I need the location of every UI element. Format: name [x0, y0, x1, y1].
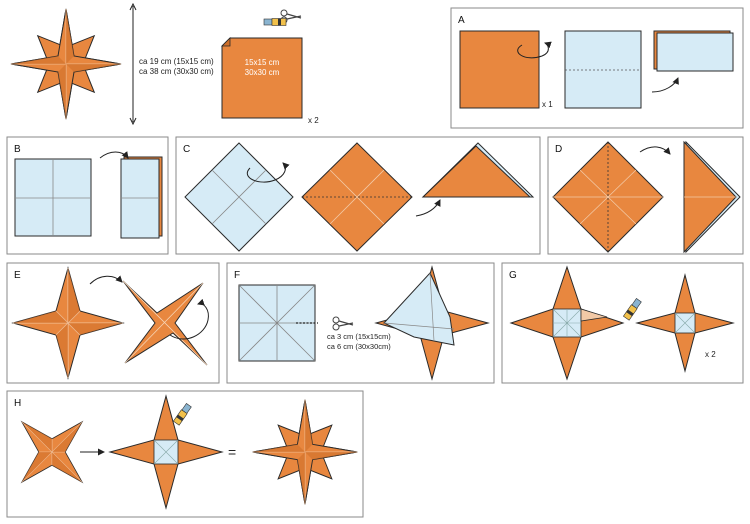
equals-sign: = [228, 444, 236, 460]
fold-arrow-icon [99, 151, 129, 159]
four-point-star [12, 267, 124, 379]
star-assembly [108, 394, 224, 510]
panel-g-count: x 2 [705, 350, 716, 359]
panel-b: B [6, 136, 169, 255]
cut-length-line-1: ca 3 cm (15x15cm) [327, 332, 391, 341]
folded-rectangle [120, 158, 160, 239]
cut-length-line-2: ca 6 cm (30x30cm) [327, 342, 391, 351]
panel-d-label: D [555, 144, 562, 155]
fold-arrow-icon [169, 298, 209, 340]
panel-f: F ca 3 cm (15x15cm) ca 6 cm (30x30cm) [226, 262, 495, 384]
folded-rectangle [656, 32, 734, 72]
orange-square [459, 30, 540, 109]
paper-size-line-2: 30x30 cm [245, 68, 280, 77]
paper-count: x 2 [308, 116, 319, 125]
glue-stick-icon [172, 402, 193, 426]
star-with-glue [509, 265, 625, 381]
panel-h: H = [0, 390, 364, 518]
finished-star-illustration [250, 397, 360, 507]
size-line-1: ca 19 cm (15x15 cm) [139, 57, 214, 66]
panel-c: C [175, 136, 541, 255]
scissors-icon [332, 316, 354, 331]
fold-arrow-icon [651, 77, 679, 93]
partially-folded-star [374, 265, 490, 381]
panel-a: A x 1 [450, 7, 744, 129]
panel-a-label: A [458, 15, 465, 26]
panel-b-label: B [14, 144, 21, 155]
paper-sheet: 15x15 cm 30x30 cm [221, 37, 303, 119]
fold-arrow-icon [415, 199, 441, 217]
panel-e-label: E [14, 270, 21, 281]
glue-stick-icon [622, 297, 643, 321]
blue-square [564, 30, 642, 109]
fold-arrow-icon [247, 162, 290, 183]
panel-d: D [547, 136, 744, 255]
header-section: ca 19 cm (15x15 cm) ca 38 cm (30x30 cm) … [8, 2, 319, 126]
panel-g-label: G [509, 270, 517, 281]
panel-g: G x 2 [501, 262, 744, 384]
fold-arrow-icon [639, 146, 671, 155]
panel-a-count: x 1 [542, 100, 553, 109]
four-point-star-folding [122, 280, 208, 366]
panel-h-label: H [14, 398, 21, 409]
panel-e: E [6, 262, 220, 384]
panel-c-label: C [183, 144, 190, 155]
glued-star-half [635, 273, 735, 373]
fold-arrow-icon [517, 41, 552, 59]
panel-f-label: F [234, 270, 240, 281]
orange-triangle [421, 145, 532, 198]
paper-size-line-1: 15x15 cm [245, 58, 280, 67]
finished-star-illustration [8, 6, 124, 122]
fold-arrow-icon [89, 275, 123, 285]
size-line-2: ca 38 cm (30x30 cm) [139, 67, 214, 76]
glue-stick-icon [263, 18, 287, 26]
